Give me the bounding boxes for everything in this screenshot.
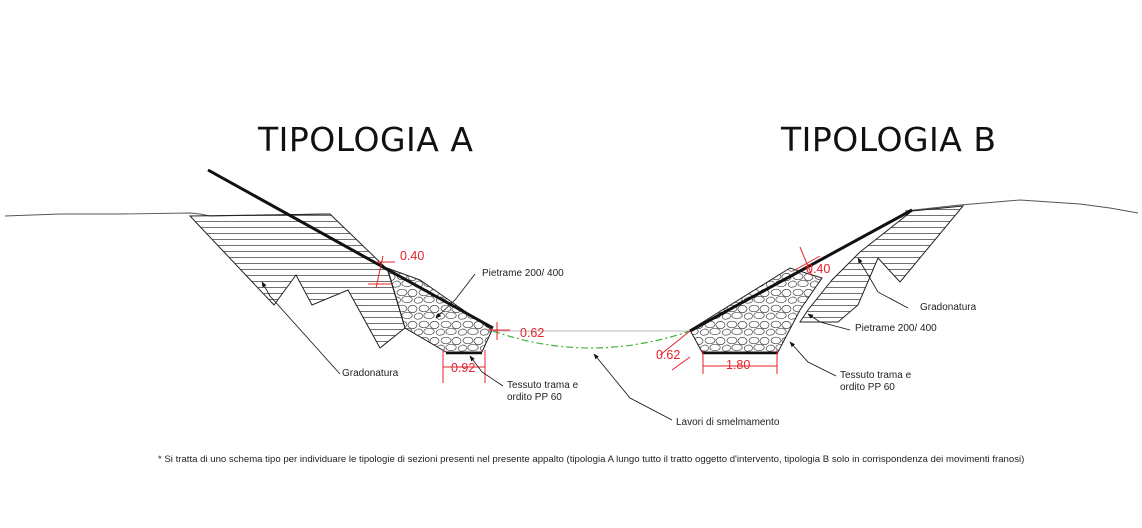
title-tipologia-a: TIPOLOGIA A (258, 120, 474, 159)
pietrame-a-fill (386, 267, 493, 353)
label-pietrame-b: Pietrame 200/ 400 (855, 323, 937, 334)
label-tessuto-a-2: ordito PP 60 (507, 392, 562, 403)
dim-a-thickness: 0.40 (400, 249, 425, 263)
label-tessuto-b-2: ordito PP 60 (840, 382, 895, 393)
ground-line-right (904, 199, 1139, 214)
dim-a-depth: 0.62 (520, 326, 545, 340)
label-gradonatura-b: Gradonatura (920, 302, 977, 313)
title-tipologia-b: TIPOLOGIA B (781, 120, 997, 159)
slope-line-a (207, 168, 494, 330)
label-lavori: Lavori di smelmamento (676, 417, 780, 428)
dim-b-base: 1.80 (726, 358, 751, 372)
gradonatura-b-hatch (799, 205, 965, 323)
section-b (689, 205, 965, 355)
label-tessuto-a-1: Tessuto trama e (507, 380, 579, 391)
dim-b-thickness: 0.40 (806, 262, 831, 276)
pietrame-b-fill (689, 267, 823, 353)
footnote: * Si tratta di uno schema tipo per indiv… (158, 454, 1025, 465)
dimension-lines (368, 246, 821, 383)
channel-dashed (492, 330, 691, 349)
leader-lines (261, 257, 909, 421)
label-pietrame-a: Pietrame 200/ 400 (482, 268, 564, 279)
slope-line-b (689, 208, 913, 333)
label-gradonatura-a: Gradonatura (342, 368, 399, 379)
gradonatura-a-hatch (188, 213, 406, 349)
label-tessuto-b-1: Tessuto trama e (840, 370, 912, 381)
section-a (188, 168, 494, 355)
dim-b-depth: 0.62 (656, 348, 681, 362)
dim-a-base: 0.92 (451, 361, 476, 375)
